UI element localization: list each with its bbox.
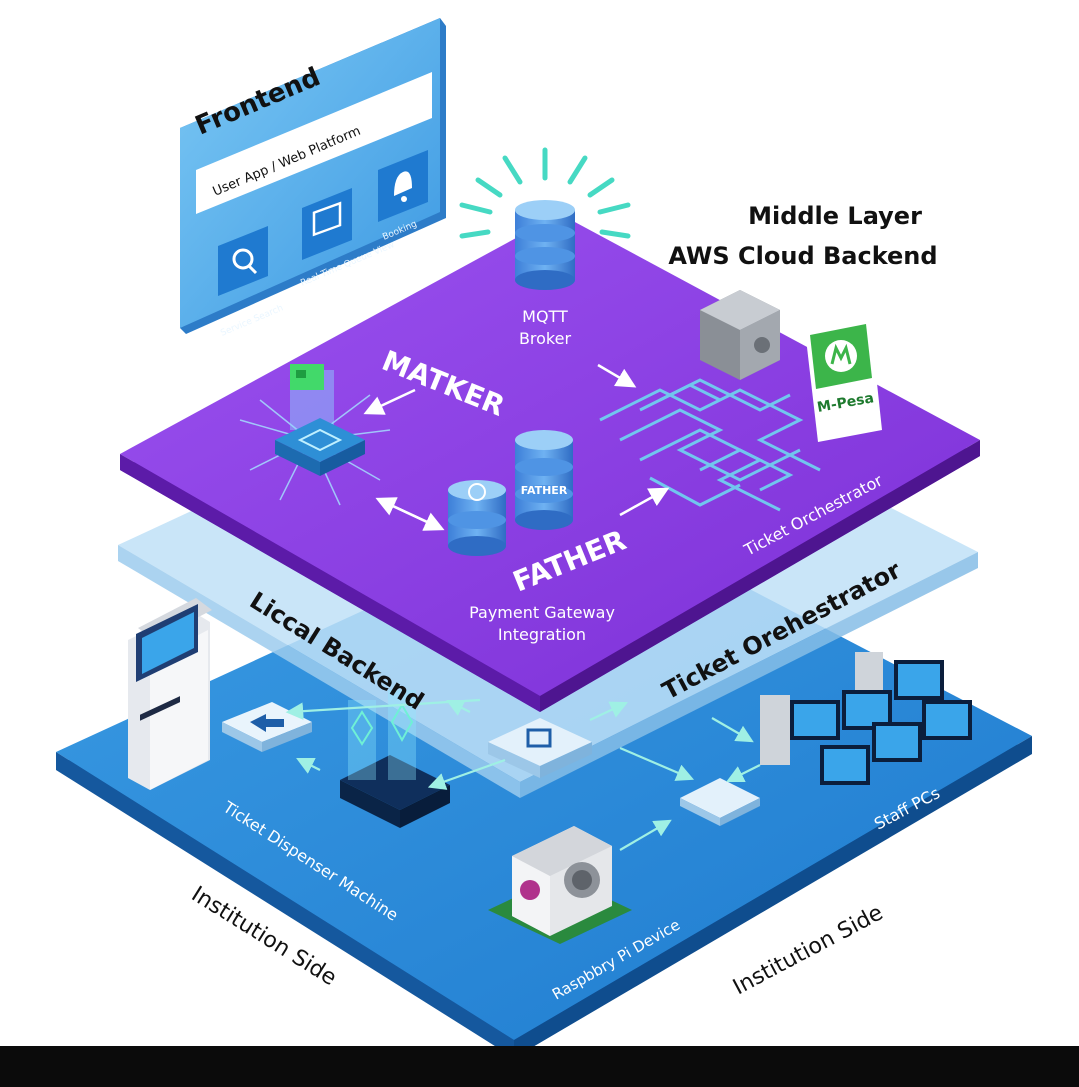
router-icon	[488, 718, 592, 778]
father-db-label: FATHER	[521, 484, 568, 497]
father-database-icon	[515, 430, 573, 530]
raspberry-pi-icon	[488, 826, 632, 944]
data-tile-icon	[680, 778, 760, 826]
mqtt-broker-database-icon	[515, 200, 575, 290]
orchestrator-circuit-icon	[599, 378, 821, 512]
kiosk-icon	[128, 598, 212, 790]
safe-icon	[700, 290, 780, 380]
mqtt-label: MQTT	[522, 307, 568, 326]
payment-gateway-label: Integration	[498, 625, 586, 644]
calendar-icon[interactable]	[302, 188, 352, 260]
middle-layer-title: Middle Layer	[748, 202, 922, 230]
mqtt-glow-icon	[459, 147, 631, 239]
matker-chip-icon	[239, 364, 391, 506]
service-search-icon[interactable]	[218, 226, 268, 296]
middle-layer-subtitle: AWS Cloud Backend	[668, 242, 937, 270]
frontend-panel	[180, 18, 446, 334]
bell-icon[interactable]	[378, 150, 428, 222]
staff-pcs-icon	[760, 652, 972, 785]
mqtt-label: Broker	[519, 329, 572, 348]
bottom-arrows	[285, 698, 761, 851]
bottom-bar	[0, 1046, 1079, 1087]
sync-database-icon	[448, 480, 506, 556]
middle-arrows	[363, 363, 670, 531]
payment-gateway-label: Payment Gateway	[469, 603, 615, 622]
mpesa-logo	[805, 318, 882, 442]
